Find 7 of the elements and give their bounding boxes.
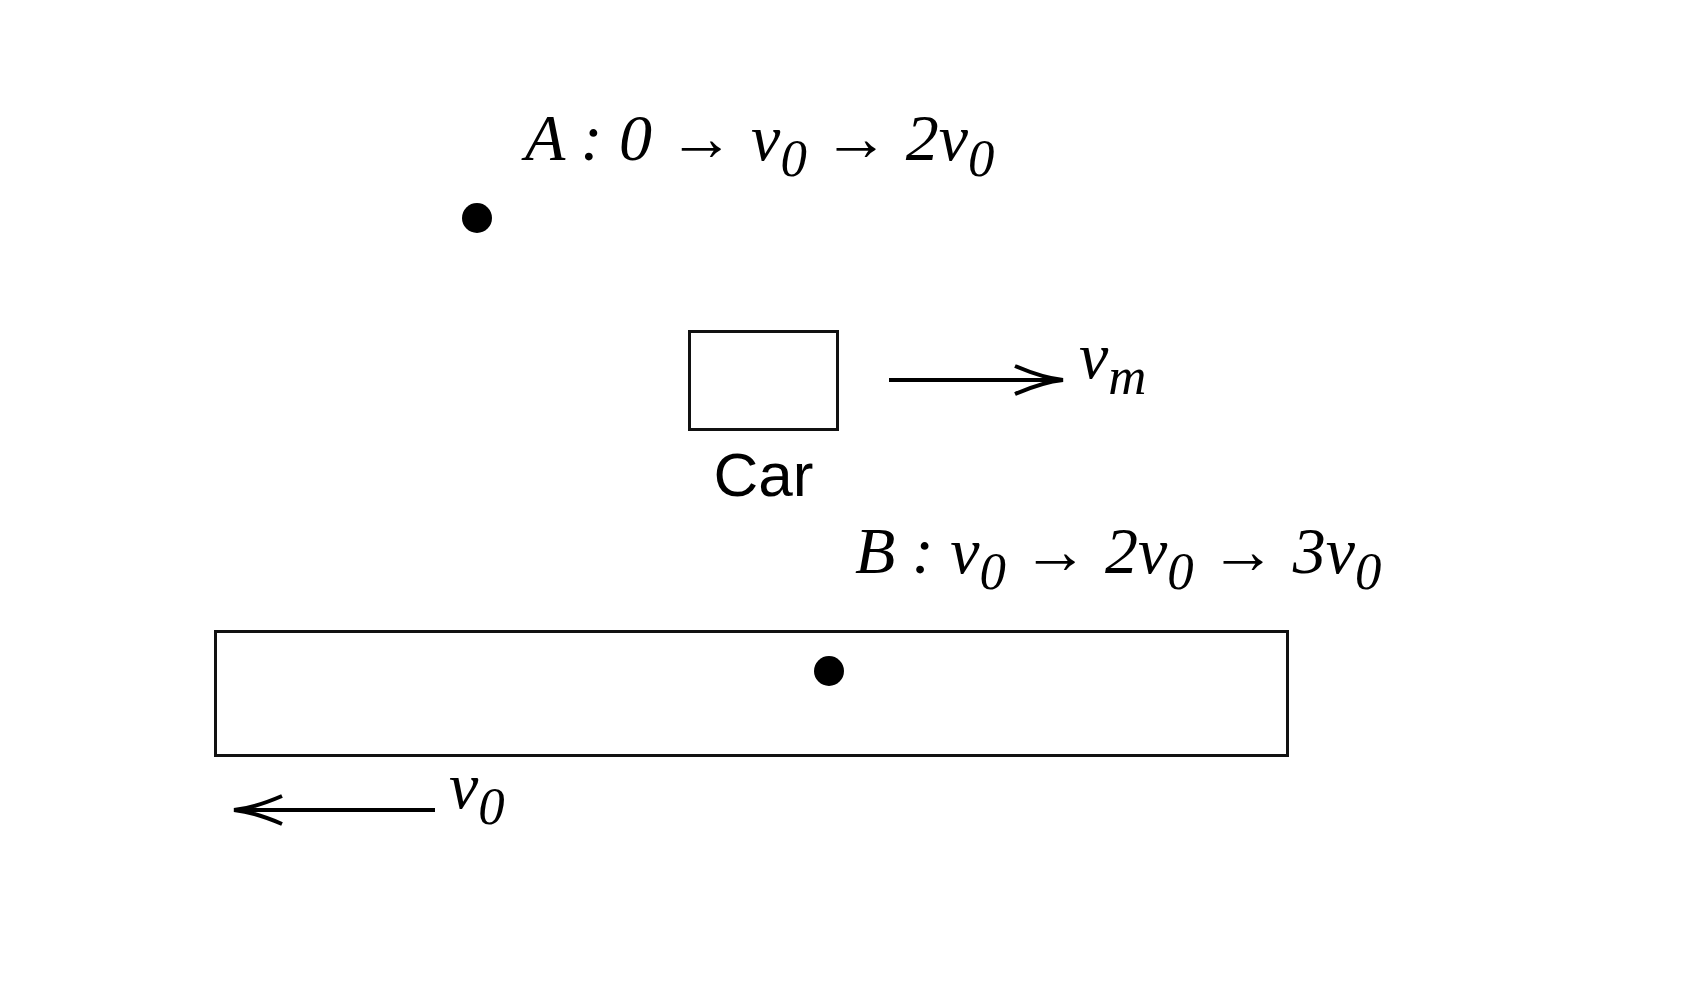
car-label: Car <box>712 439 815 510</box>
point-dot <box>462 203 492 233</box>
point-dot <box>814 656 844 686</box>
velocity-label: v$_{0}$ <box>449 748 505 836</box>
board-rectangle <box>214 630 1289 757</box>
velocity-label: v$_{m}$ <box>1079 318 1147 406</box>
velocity-sequence: B : v$_{0}$ → 2v$_{0}$ → 3v$_{0}$ <box>855 513 1382 601</box>
